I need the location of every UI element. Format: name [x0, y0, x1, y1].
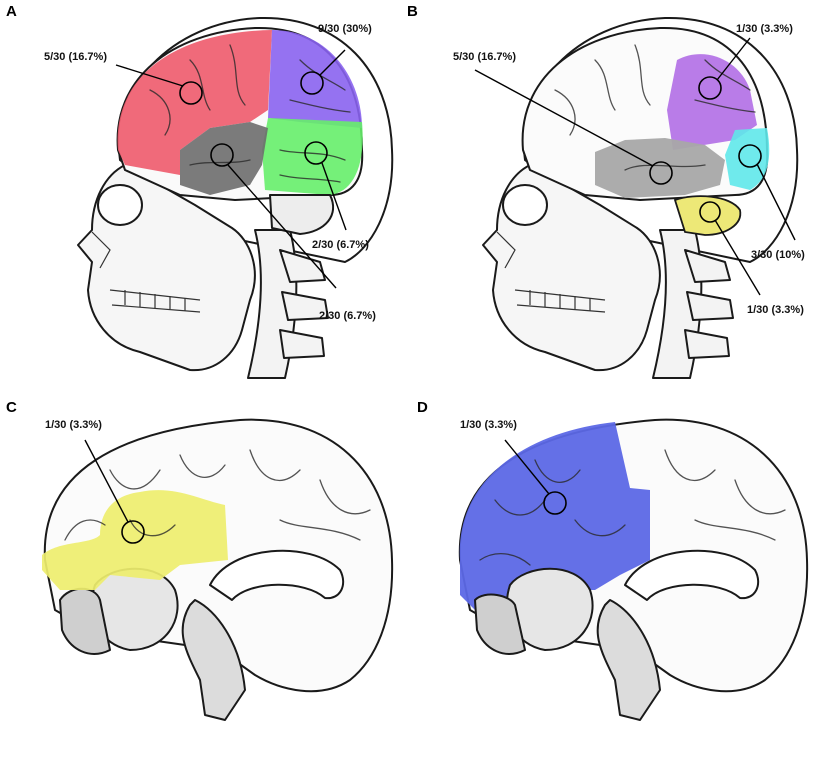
parietal-lobe-region: [268, 30, 362, 128]
annotation-occipital: 3/30 (10%): [738, 144, 805, 261]
label-cerebellum: 1/30 (3.3%): [747, 304, 804, 316]
annotation-cingulate: 1/30 (3.3%): [45, 419, 145, 544]
sulci-lines: [64, 449, 371, 541]
panel-b: B 1/30 (3.3%): [407, 3, 805, 379]
panel-c-letter: C: [6, 399, 17, 416]
sulci-lines: [554, 44, 756, 171]
annotation-frontal: 5/30 (16.7%): [44, 51, 203, 105]
label-temporal: 2/30 (6.7%): [319, 310, 376, 322]
panel-b-letter: B: [407, 3, 418, 20]
annotation-parietal: 1/30 (3.3%): [698, 23, 793, 100]
brainstem: [181, 599, 246, 721]
medial-frontal-region: [459, 422, 650, 610]
sulci-lines: [149, 44, 351, 183]
panel-d: D 1/30 (3.3%): [417, 399, 809, 721]
label-temporal: 5/30 (16.7%): [453, 51, 516, 63]
panel-a-letter: A: [6, 3, 17, 20]
brainstem: [596, 599, 661, 721]
sulci-lines: [479, 449, 786, 566]
label-parietal: 9/30 (30%): [318, 23, 372, 35]
label-frontal: 5/30 (16.7%): [44, 51, 107, 63]
annotation-temporal: 5/30 (16.7%): [453, 51, 673, 185]
teeth: [514, 289, 606, 313]
label-medial-frontal: 1/30 (3.3%): [460, 419, 517, 431]
nasal-cavity: [91, 231, 111, 269]
eye-socket: [97, 184, 143, 226]
annotation-cerebellum: 1/30 (3.3%): [699, 201, 804, 316]
occipital-region: [725, 128, 770, 190]
panel-d-letter: D: [417, 399, 428, 416]
label-occipital: 3/30 (10%): [751, 249, 805, 261]
parietal-region: [667, 54, 757, 150]
temporal-lobe-region: [180, 122, 268, 195]
corpus-callosum: [624, 549, 760, 601]
annotation-occipital: 2/30 (6.7%): [304, 141, 369, 251]
temporal-region: [595, 138, 725, 198]
corpus-callosum: [209, 549, 345, 601]
occipital-lower: [474, 593, 526, 655]
panel-c: C 1/30 (3.3%): [6, 399, 394, 721]
cerebellum-region: [673, 195, 742, 236]
annotation-temporal: 2/30 (6.7%): [210, 143, 376, 322]
eye-socket: [502, 184, 548, 226]
cingulate-region: [42, 490, 228, 590]
label-occipital: 2/30 (6.7%): [312, 239, 369, 251]
cervical-spine: [247, 229, 329, 379]
annotation-parietal: 9/30 (30%): [300, 23, 372, 95]
cerebellum: [269, 194, 335, 235]
label-cingulate: 1/30 (3.3%): [45, 419, 102, 431]
occipital-lobe-region: [262, 118, 363, 195]
label-parietal: 1/30 (3.3%): [736, 23, 793, 35]
teeth: [109, 289, 201, 313]
nasal-cavity: [496, 231, 516, 269]
annotation-medial-frontal: 1/30 (3.3%): [460, 419, 567, 515]
cervical-spine: [652, 229, 734, 379]
panel-a: A: [6, 3, 394, 379]
frontal-lobe-region: [117, 30, 272, 175]
